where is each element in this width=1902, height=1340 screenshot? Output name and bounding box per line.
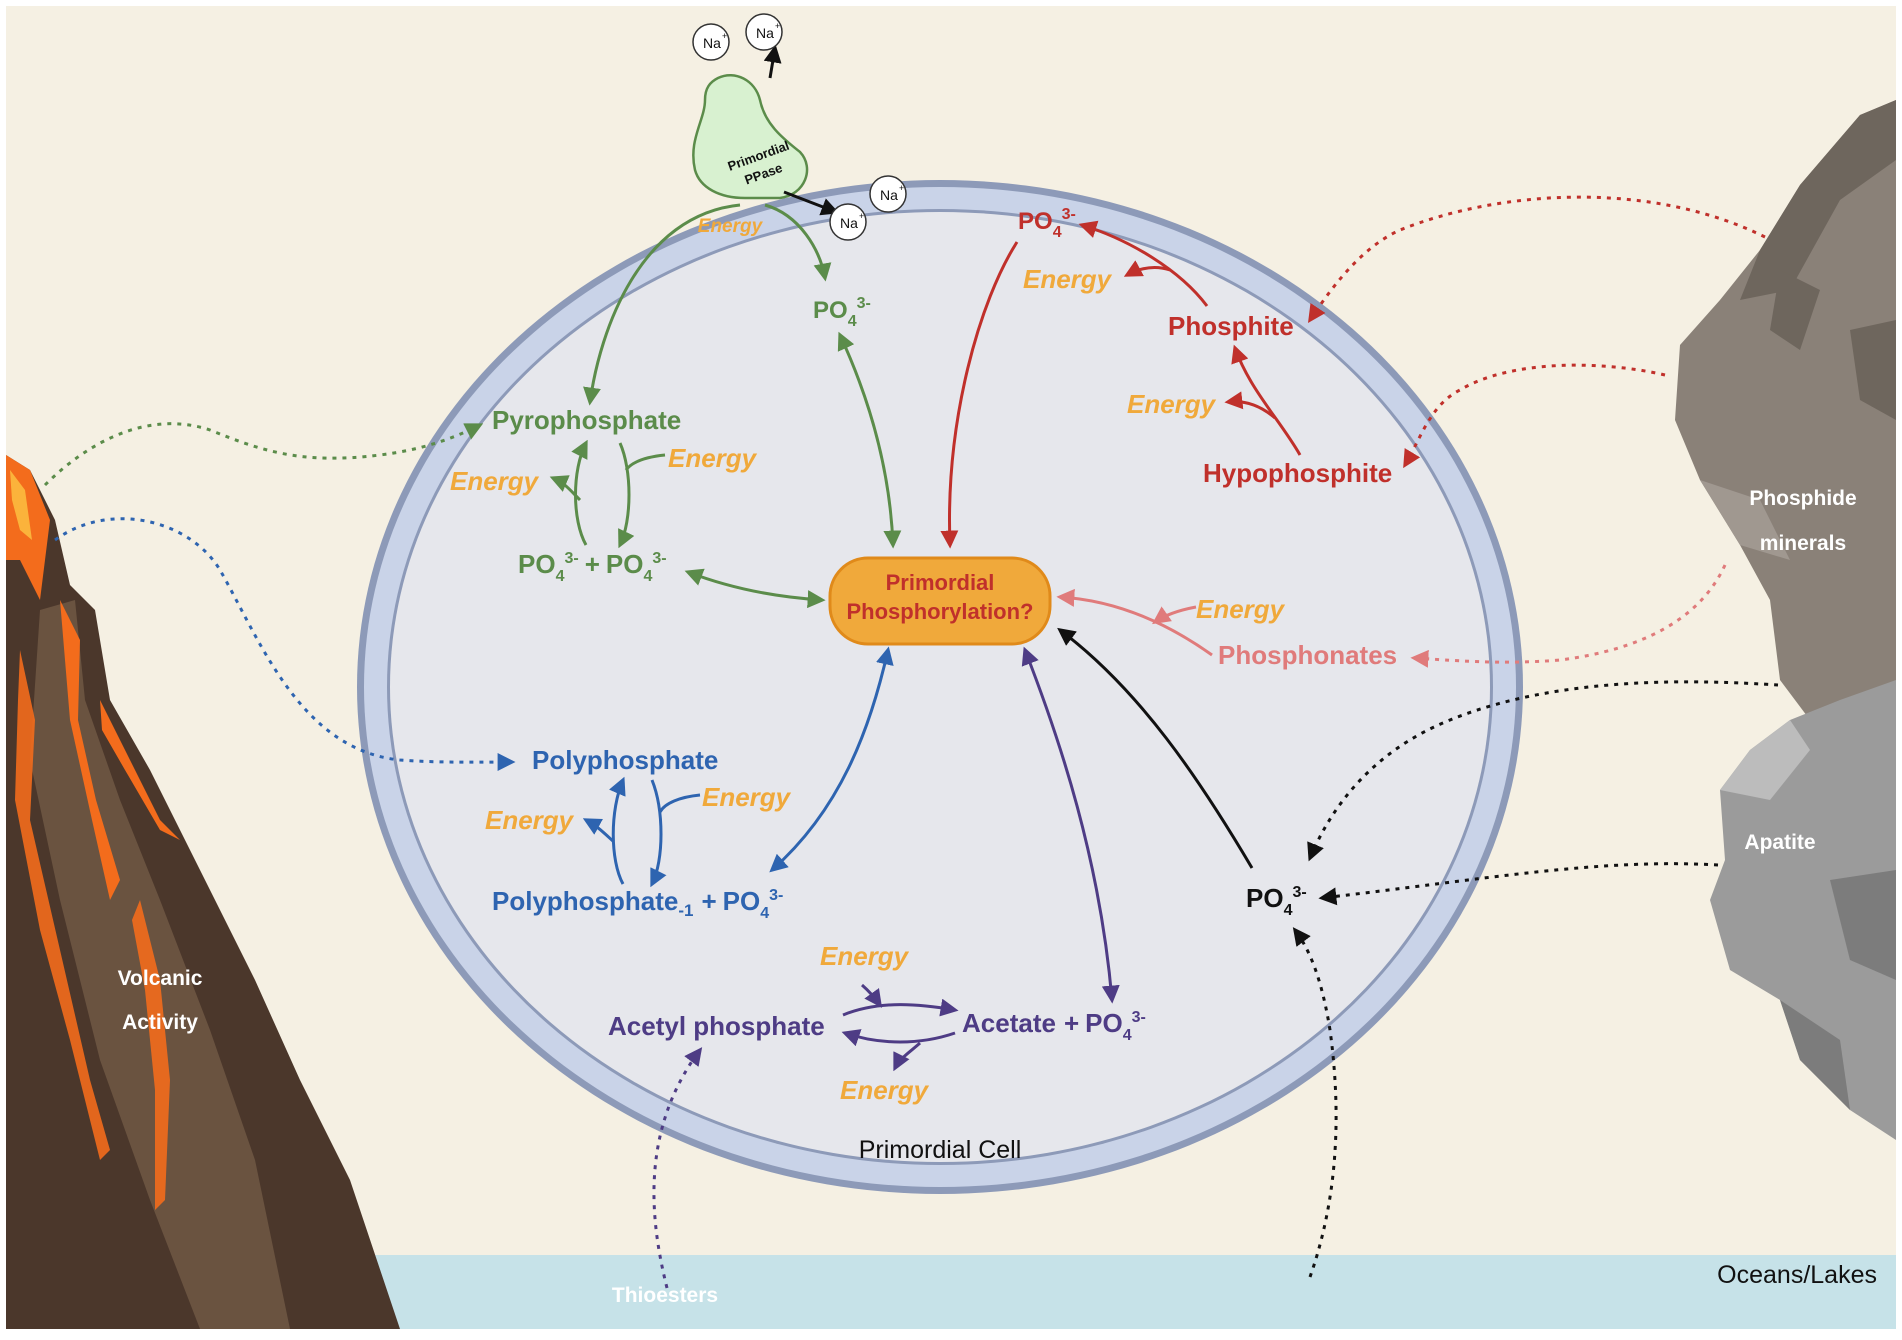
na-efflux-arrow-top bbox=[763, 44, 782, 79]
red-po4-to-center bbox=[940, 241, 1019, 549]
phosphite-label: Phosphite bbox=[1168, 311, 1294, 341]
rock-label-line2: minerals bbox=[1760, 532, 1846, 555]
blue-energy-right: Energy bbox=[702, 782, 792, 812]
phosphonates-label: Phosphonates bbox=[1218, 640, 1397, 670]
volcano-to-polyphosphate bbox=[54, 517, 516, 772]
green-po4-top: PO43- bbox=[813, 295, 871, 330]
blue-cycle-up bbox=[609, 776, 626, 885]
na-ion bbox=[745, 13, 783, 51]
volcano-label-line1: Volcanic bbox=[118, 967, 203, 990]
pink-energy: Energy bbox=[1196, 594, 1286, 624]
volcano-to-pyrophosphate bbox=[43, 422, 484, 487]
volcano-label-line2: Activity bbox=[122, 1011, 198, 1034]
na-ion-text: Na bbox=[840, 215, 858, 231]
water-to-po4 bbox=[1292, 927, 1338, 1278]
cell-label: Primordial Cell bbox=[859, 1136, 1022, 1164]
rock-to-phosphonates bbox=[1410, 564, 1727, 668]
na-ion-charge: + bbox=[722, 31, 727, 41]
red-phosphite-to-po4 bbox=[1078, 220, 1209, 307]
na-ion-text: Na bbox=[756, 25, 774, 41]
red-hypophosphite-to-phosphite bbox=[1231, 344, 1302, 456]
purple-energy-bottom: Energy bbox=[840, 1075, 930, 1105]
blue-energy-release bbox=[582, 818, 616, 844]
na-ion-text: Na bbox=[880, 187, 898, 203]
thioesters-to-acetyl-phosphate bbox=[652, 1047, 703, 1289]
na-ion-charge: + bbox=[859, 211, 864, 221]
blue-product: Polyphosphate-1+PO43- bbox=[492, 886, 783, 922]
red-po4: PO43- bbox=[1018, 206, 1076, 241]
phosphide-rock bbox=[1675, 100, 1896, 720]
na-ion bbox=[869, 175, 907, 213]
red-energy-top: Energy bbox=[1023, 264, 1113, 294]
purple-energy-top: Energy bbox=[820, 941, 910, 971]
na-ion bbox=[692, 23, 730, 61]
green-energy-left: Energy bbox=[450, 466, 540, 496]
purple-energy-out bbox=[893, 1041, 922, 1072]
thioesters-label: Thioesters bbox=[612, 1284, 718, 1307]
phosphide-to-po4 bbox=[1307, 680, 1779, 862]
black-po4: PO43- bbox=[1246, 883, 1307, 919]
center-line1: Primordial bbox=[886, 570, 995, 595]
green-po4-to-center bbox=[837, 331, 902, 549]
apatite-to-po4 bbox=[1318, 862, 1719, 906]
apatite-label: Apatite bbox=[1744, 831, 1815, 854]
blue-energy-left: Energy bbox=[485, 805, 575, 835]
green-energy-input bbox=[624, 453, 666, 471]
blue-to-center bbox=[769, 646, 894, 873]
rock-label-line1: Phosphide bbox=[1749, 487, 1856, 510]
volcano bbox=[6, 455, 400, 1329]
blue-cycle-down bbox=[650, 779, 667, 888]
na-ion-charge: + bbox=[775, 21, 780, 31]
black-to-center bbox=[1057, 627, 1254, 869]
rock-to-phosphite bbox=[1308, 195, 1766, 323]
pyrophosphate-label: Pyrophosphate bbox=[492, 405, 681, 435]
green-cycle-down bbox=[618, 442, 635, 549]
na-efflux-arrow-bottom bbox=[783, 190, 840, 216]
acetate-product: Acetate+PO43- bbox=[962, 1008, 1146, 1044]
na-ion bbox=[829, 203, 867, 241]
green-arrow-to-po4 bbox=[764, 203, 832, 282]
purple-energy-in bbox=[861, 983, 883, 1008]
red-energy-out-bottom bbox=[1224, 391, 1276, 420]
red-energy-bottom: Energy bbox=[1127, 389, 1217, 419]
rock-to-hypophosphite bbox=[1403, 363, 1666, 469]
green-energy-ppase: Energy bbox=[698, 216, 764, 237]
pink-energy-in bbox=[1152, 605, 1197, 625]
green-energy-release bbox=[549, 475, 582, 502]
green-pair-to-center bbox=[684, 568, 826, 609]
red-energy-out-top bbox=[1123, 260, 1171, 277]
hypophosphite-label: Hypophosphite bbox=[1203, 458, 1392, 488]
primordial-cell bbox=[357, 180, 1523, 1194]
ppase-protein bbox=[692, 74, 809, 200]
green-po4-pair: PO43-+PO43- bbox=[518, 549, 667, 585]
center-line2: Phosphorylation? bbox=[847, 599, 1034, 624]
green-energy-right: Energy bbox=[668, 443, 758, 473]
blue-energy-input bbox=[658, 793, 701, 813]
purple-to-center bbox=[1021, 646, 1120, 1004]
na-ion-text: Na bbox=[703, 35, 721, 51]
apatite-rock bbox=[1710, 680, 1896, 1140]
polyphosphate-label: Polyphosphate bbox=[532, 745, 718, 775]
purple-reverse bbox=[841, 1029, 956, 1047]
na-ion-charge: + bbox=[899, 183, 904, 193]
green-arrow-to-pyrophosphate bbox=[583, 203, 741, 406]
acetyl-phosphate-label: Acetyl phosphate bbox=[608, 1011, 825, 1041]
center-node bbox=[828, 556, 1052, 646]
purple-forward bbox=[842, 998, 959, 1017]
pink-to-center bbox=[1056, 588, 1213, 657]
water-label: Oceans/Lakes bbox=[1717, 1261, 1877, 1289]
